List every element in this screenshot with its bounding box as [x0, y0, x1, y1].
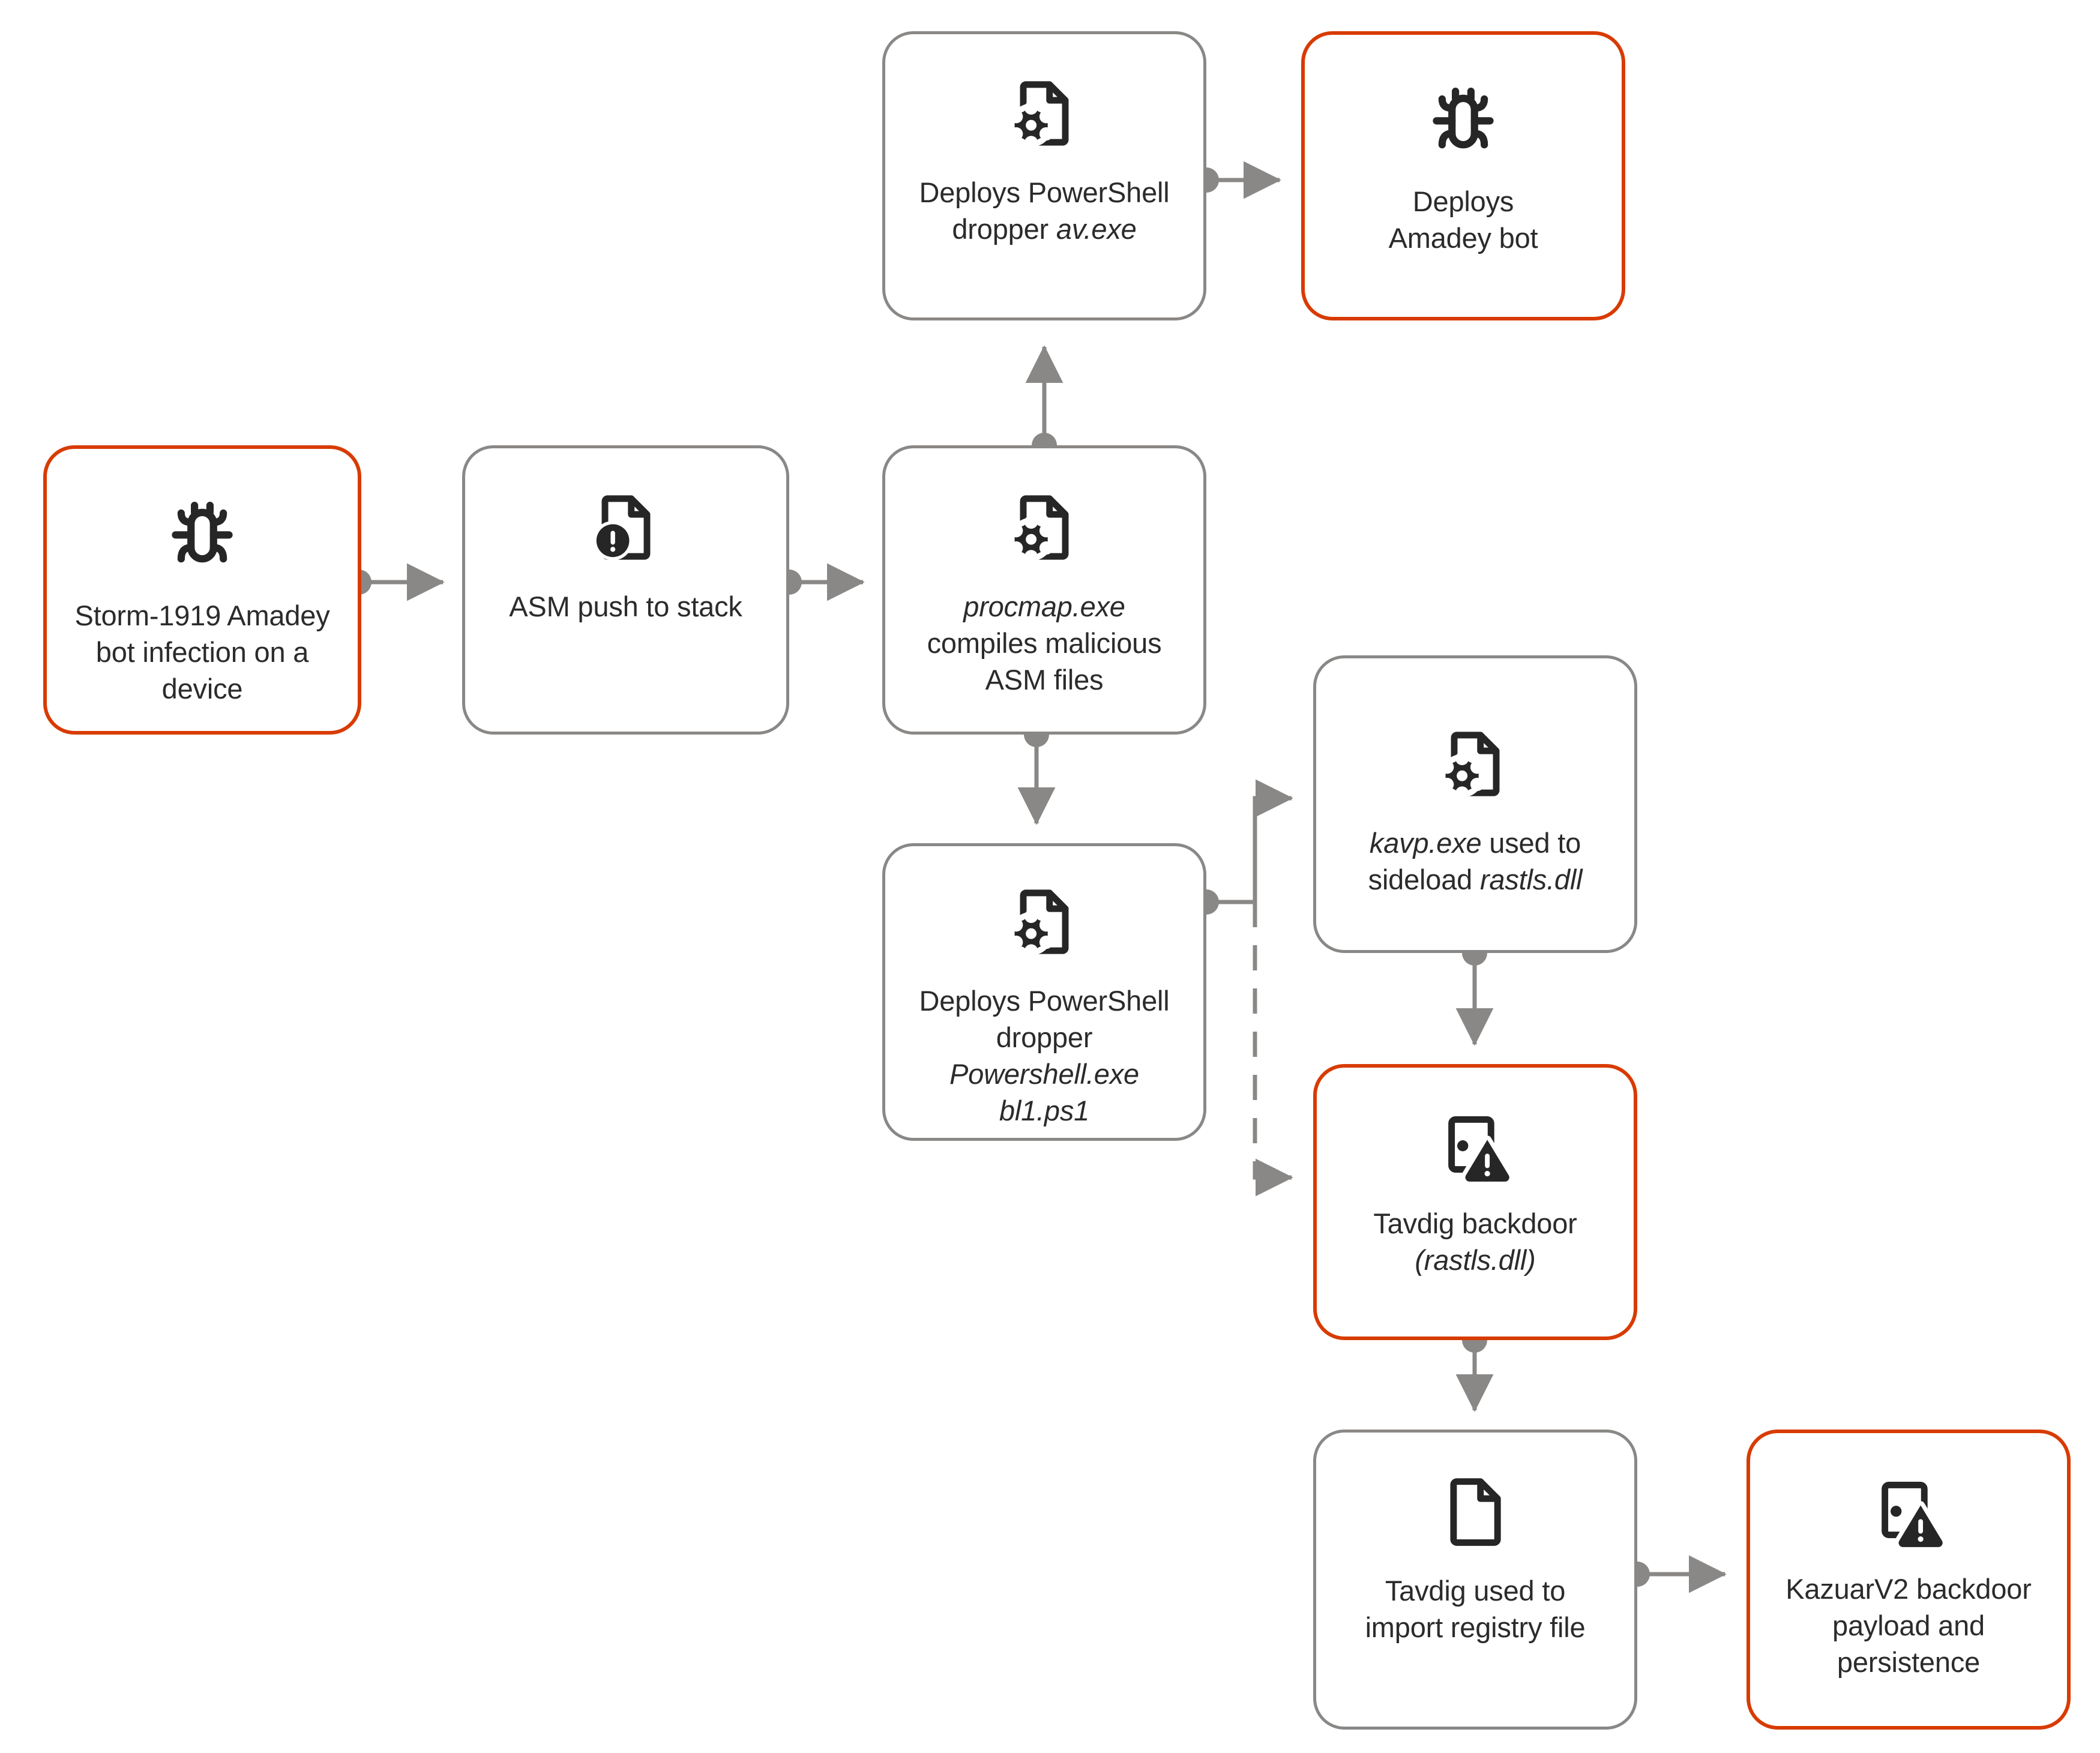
door-alert-icon	[1433, 1102, 1517, 1189]
edge-procmap-to-bl1	[1017, 722, 1056, 825]
bug-icon	[157, 489, 247, 582]
node-asm-push-to-stack[interactable]: ASM push to stack	[462, 445, 789, 735]
document-gear-icon	[1002, 880, 1086, 967]
document-gear-icon	[1433, 722, 1517, 809]
node-label: Tavdig backdoor(rastls.dll)	[1373, 1207, 1577, 1276]
edge-asm-to-procmap	[777, 563, 865, 601]
node-tavdig-backdoor[interactable]: Tavdig backdoor(rastls.dll)	[1313, 1064, 1637, 1340]
edge-bl1-to-tavdig-dashed	[1253, 902, 1293, 1197]
edge-kavp-to-tavdig	[1455, 940, 1494, 1046]
document-gear-icon	[1002, 71, 1086, 158]
document-alert-icon	[584, 486, 668, 573]
node-label: ASM push to stack	[509, 591, 742, 622]
bug-icon	[1418, 74, 1508, 167]
edge-avexe-to-amadey	[1194, 161, 1281, 199]
edge-procmap-to-avexe	[1025, 345, 1064, 458]
door-alert-icon	[1867, 1468, 1951, 1555]
edge-registry-to-kazuar	[1625, 1555, 1727, 1593]
document-gear-icon	[1002, 486, 1086, 573]
edge-bl1-to-kavp	[1194, 779, 1293, 915]
document-icon	[1433, 1470, 1517, 1557]
